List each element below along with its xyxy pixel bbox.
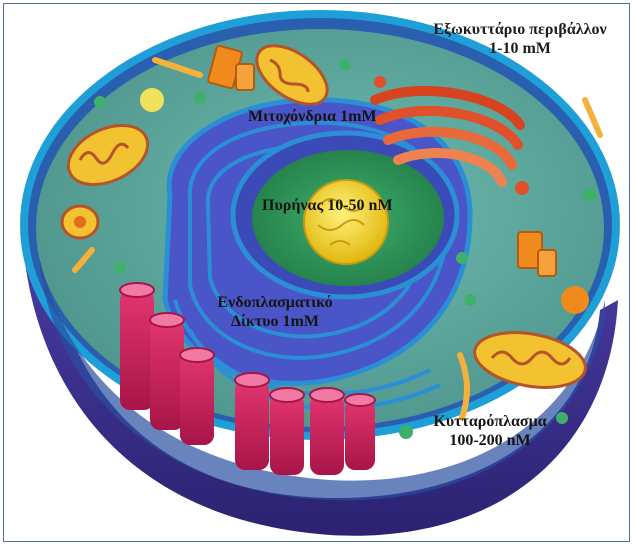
- label-er-line1: Ενδοπλασματικό: [205, 293, 345, 312]
- label-mitochondria: Μιτοχόνδρια 1mM: [248, 107, 377, 126]
- label-er-line2: Δίκτυο 1mM: [205, 312, 345, 331]
- label-extracellular: Εξωκυττάριο περιβάλλον 1-10 mM: [420, 20, 620, 58]
- label-extracellular-line1: Εξωκυττάριο περιβάλλον: [420, 20, 620, 39]
- label-cytoplasm: Κυτταρόπλασμα 100-200 nM: [420, 412, 560, 450]
- label-cytoplasm-line2: 100-200 nM: [420, 431, 560, 450]
- label-er: Ενδοπλασματικό Δίκτυο 1mM: [205, 293, 345, 331]
- label-extracellular-line2: 1-10 mM: [420, 39, 620, 58]
- label-nucleus: Πυρήνας 10-50 nM: [262, 196, 393, 215]
- label-cytoplasm-line1: Κυτταρόπλασμα: [420, 412, 560, 431]
- mitochondrion: [62, 206, 98, 238]
